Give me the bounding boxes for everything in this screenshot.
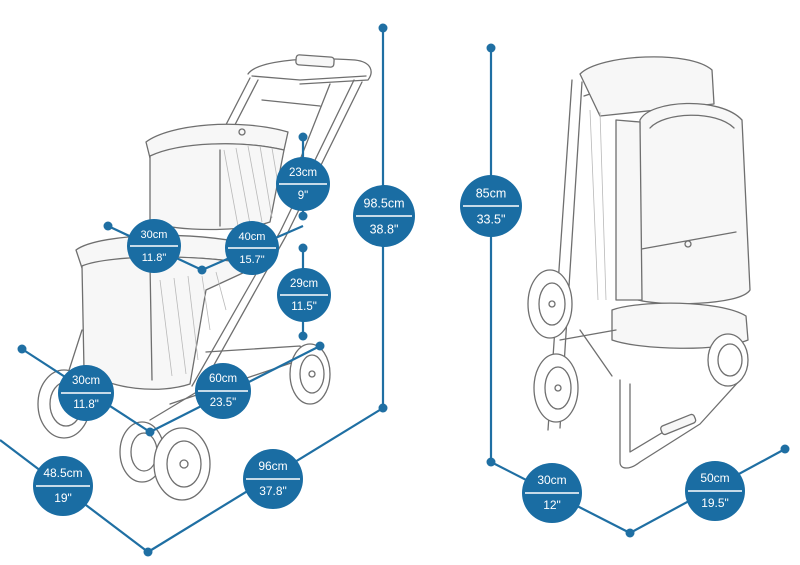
badge-overall-height-imperial: 38.8" <box>370 222 399 236</box>
badge-lower-seat-length-metric: 60cm <box>209 373 237 385</box>
wheel-folded-rear <box>707 333 749 387</box>
badge-folded-length: 50cm 19.5" <box>685 461 745 521</box>
badge-lower-seat-depth: 29cm 11.5" <box>277 268 331 322</box>
badge-folded-width-metric: 30cm <box>537 473 566 487</box>
badge-top-seat-width-metric: 30cm <box>141 229 168 241</box>
badge-lower-seat-length-imperial: 23.5" <box>210 397 236 409</box>
badge-folded-width-imperial: 12" <box>543 498 561 512</box>
badge-lower-seat-depth-imperial: 11.5" <box>291 301 317 313</box>
dim-line-folded-height <box>486 43 496 467</box>
badge-overall-width-imperial: 19" <box>54 491 72 505</box>
badge-folded-length-imperial: 19.5" <box>701 496 729 510</box>
badge-lower-seat-width: 30cm 11.8" <box>58 365 114 421</box>
badge-overall-length-metric: 96cm <box>258 459 287 473</box>
wheel-front-right <box>153 427 211 501</box>
badge-folded-length-metric: 50cm <box>700 471 729 485</box>
badge-folded-height-imperial: 33.5" <box>477 212 506 226</box>
badge-overall-height-metric: 98.5cm <box>364 196 405 210</box>
badge-lower-seat-depth-metric: 29cm <box>290 278 318 290</box>
wheel-rear-right <box>289 343 331 405</box>
badge-top-seat-length-imperial: 15.7" <box>239 254 264 266</box>
badge-top-seat-depth-imperial: 9" <box>298 190 308 202</box>
badge-folded-height-metric: 85cm <box>476 186 507 200</box>
badge-top-seat-depth: 23cm 9" <box>276 157 330 211</box>
badge-lower-seat-width-imperial: 11.8" <box>73 399 99 411</box>
badge-overall-length-imperial: 37.8" <box>259 484 287 498</box>
badge-top-seat-length: 40cm 15.7" <box>225 221 279 275</box>
badge-overall-width-metric: 48.5cm <box>43 466 82 480</box>
badge-folded-width: 30cm 12" <box>522 463 582 523</box>
stroller-folded-illustration <box>527 56 751 469</box>
badge-overall-length: 96cm 37.8" <box>243 449 303 509</box>
badge-lower-seat-width-metric: 30cm <box>72 375 100 387</box>
badge-overall-width: 48.5cm 19" <box>33 456 93 516</box>
badge-overall-height: 98.5cm 38.8" <box>353 185 415 247</box>
badge-folded-height: 85cm 33.5" <box>460 175 522 237</box>
badge-top-seat-length-metric: 40cm <box>239 231 266 243</box>
wheel-folded-bottom <box>533 353 579 423</box>
badge-top-seat-depth-metric: 23cm <box>289 167 317 179</box>
dimension-badges: 23cm 9" 30cm 11.8" 40cm 15.7" 29cm 11.5" <box>33 157 745 523</box>
badge-top-seat-width-imperial: 11.8" <box>142 252 167 264</box>
badge-top-seat-width: 30cm 11.8" <box>127 219 181 273</box>
wheel-folded-top <box>527 269 573 339</box>
badge-lower-seat-length: 60cm 23.5" <box>195 363 251 419</box>
